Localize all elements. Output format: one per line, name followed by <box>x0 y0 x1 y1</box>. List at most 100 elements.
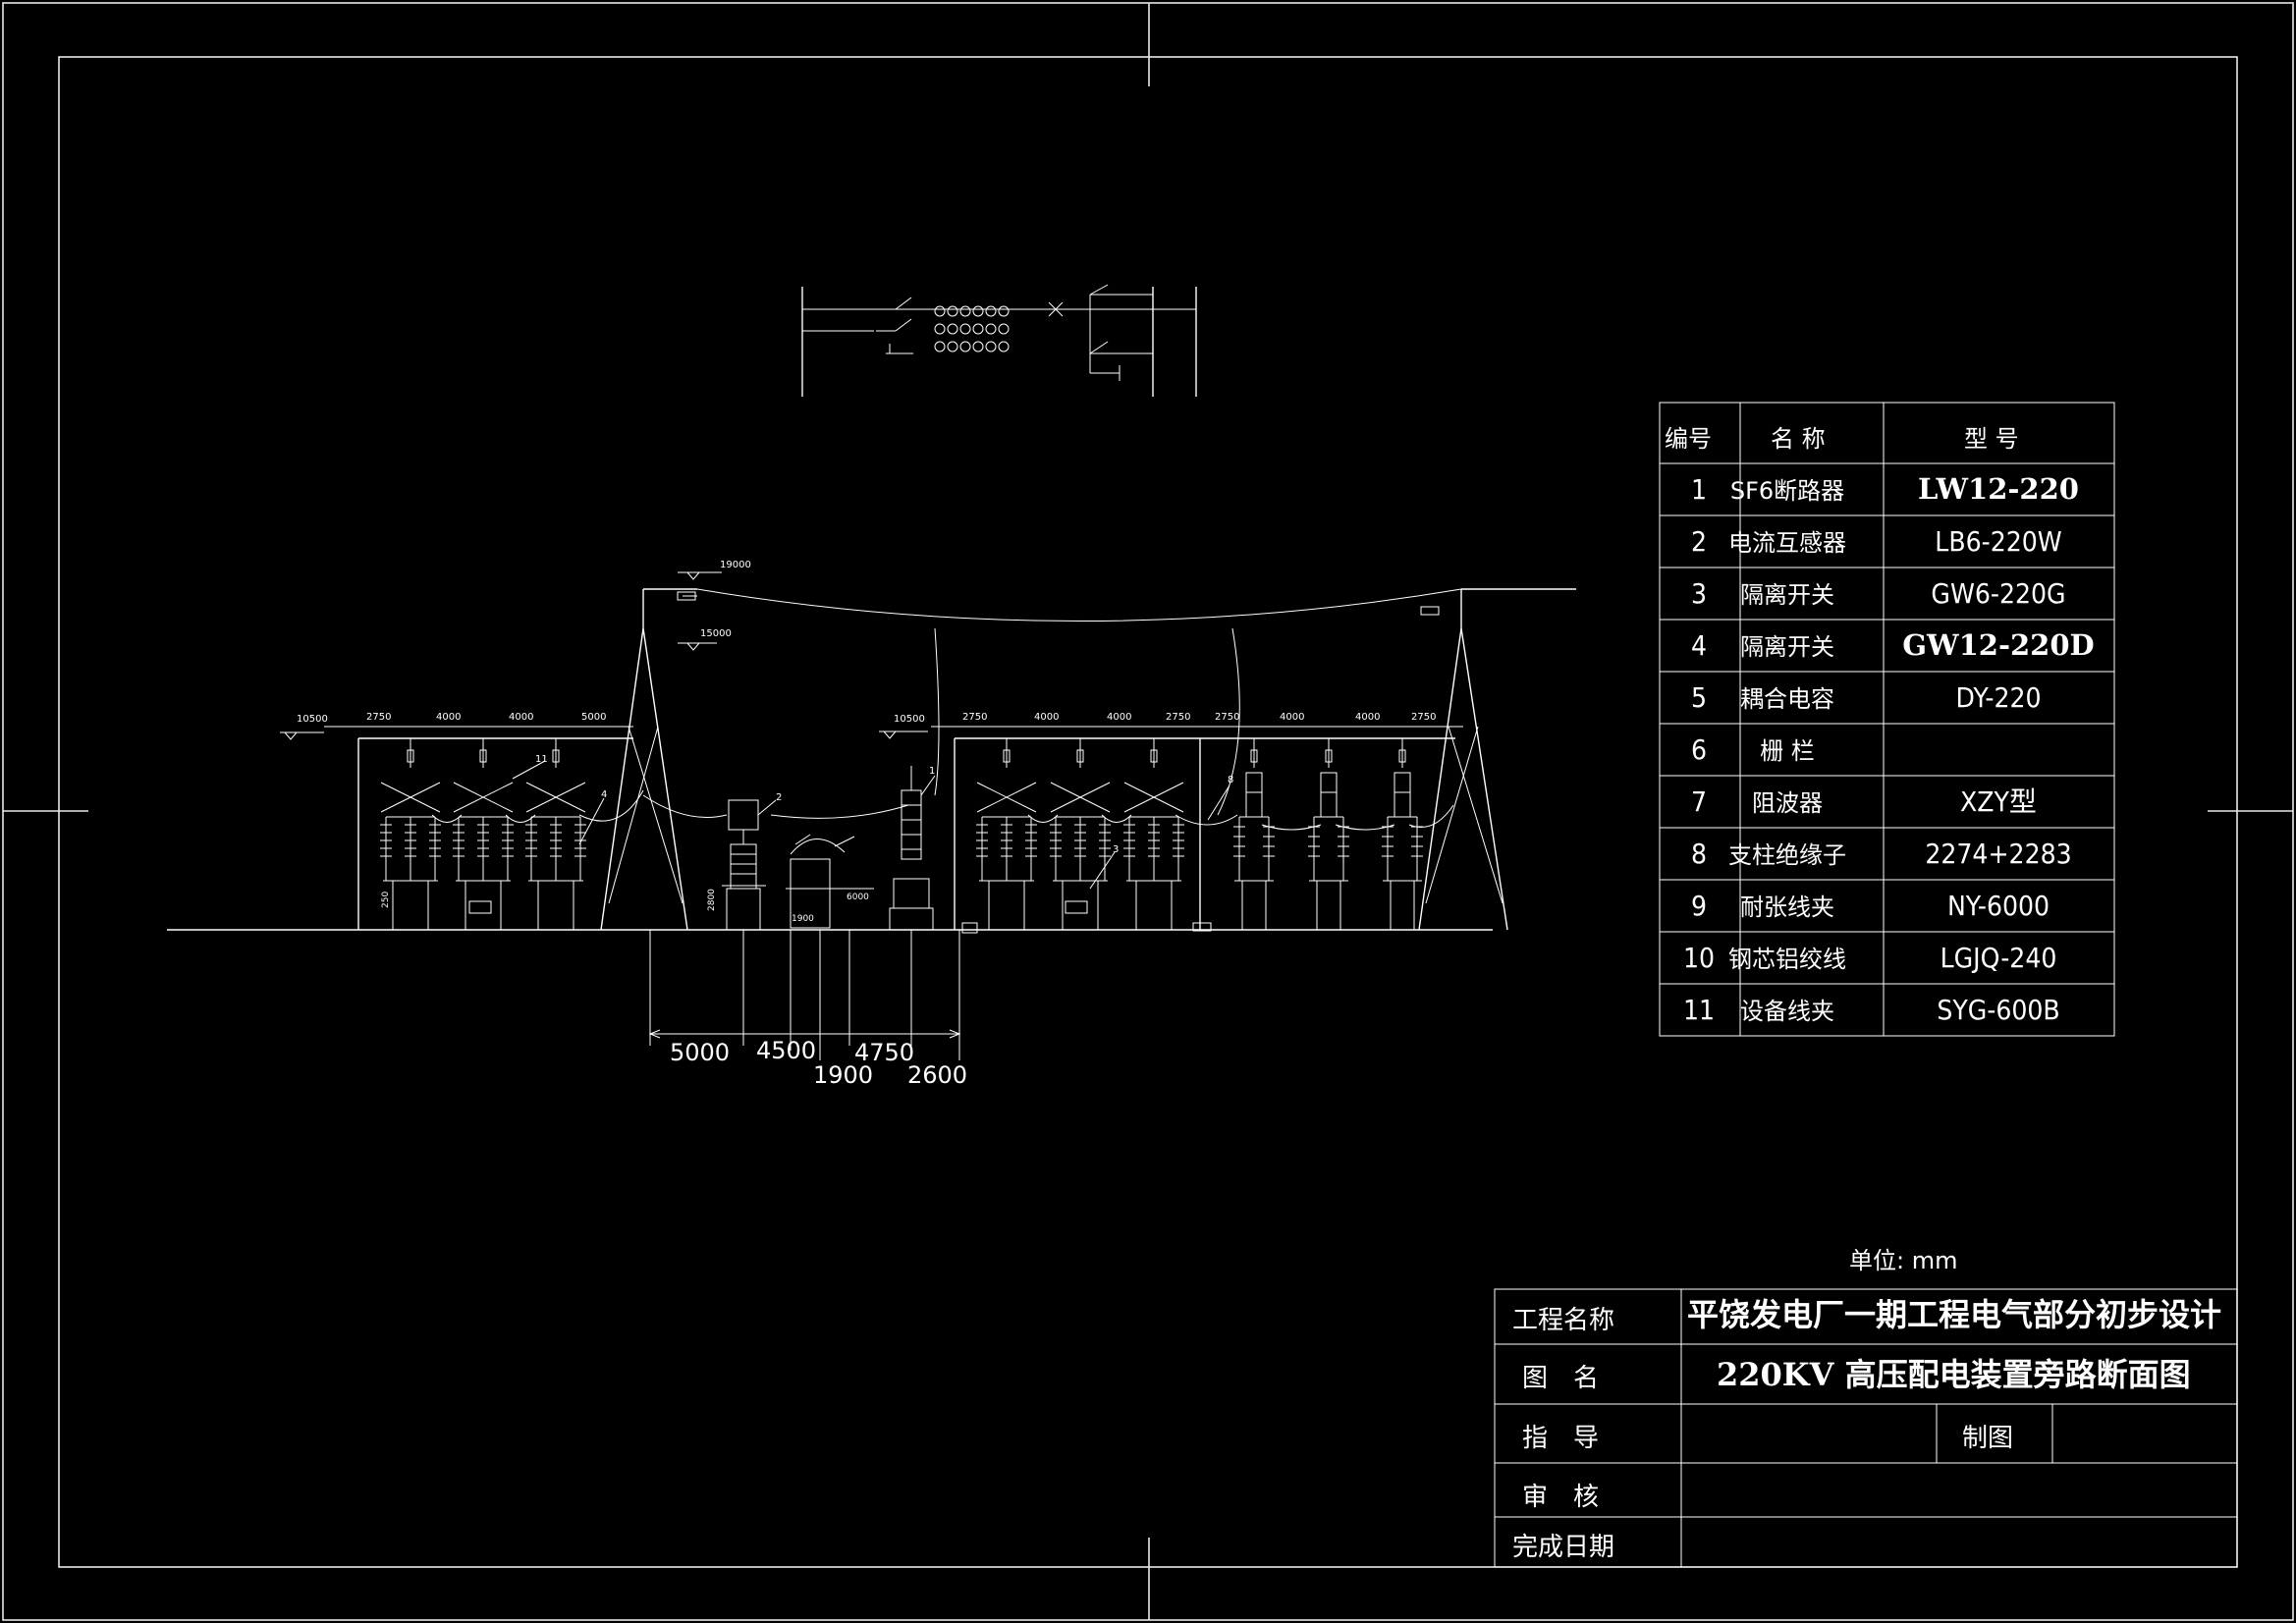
equipment-name: 电流互感器 <box>1728 529 1846 557</box>
equipment-name: SF6断路器 <box>1730 477 1844 505</box>
bay-spacing-label: 4000 <box>1034 712 1059 723</box>
portal-frame-left <box>600 588 697 931</box>
tension-clamp-right <box>1420 606 1440 616</box>
dim-label: 6000 <box>847 893 869 902</box>
title-block: 工程名称 平饶发电厂一期工程电气部分初步设计 图 名 220KV 高压配电装置旁… <box>1494 1288 2238 1568</box>
table-row: 2 电流互感器 LB6-220W <box>1660 525 2114 568</box>
bay-spacing-label: 4000 <box>436 712 461 723</box>
equipment-name: 钢芯铝绞线 <box>1728 946 1846 973</box>
row-number: 1 <box>1691 473 1707 506</box>
single-line-schematic <box>801 284 1197 397</box>
callout-label: 8 <box>1228 775 1233 785</box>
dim-label: 250 <box>381 892 391 908</box>
equipment-name: 耦合电容 <box>1740 685 1834 713</box>
drawing-label: 图 名 <box>1522 1364 1599 1393</box>
equipment-model: 2274+2283 <box>1925 838 2071 870</box>
dim-label: 2800 <box>707 889 717 911</box>
project-name: 平饶发电厂一期工程电气部分初步设计 <box>1687 1296 2221 1333</box>
equipment-name: 隔离开关 <box>1740 633 1834 661</box>
elevation-label: 10500 <box>894 714 925 725</box>
equipment-base <box>1192 922 1212 932</box>
bay-spacing-label: 2750 <box>366 712 391 723</box>
drawing-title: 220KV 高压配电装置旁路断面图 <box>1717 1356 2191 1393</box>
project-label: 工程名称 <box>1512 1306 1614 1335</box>
callout-label: 11 <box>535 754 548 765</box>
overhead-wire-top <box>696 588 1462 622</box>
table-row: 7 阻波器 XZY型 <box>1660 785 2114 829</box>
callout-label: 4 <box>601 789 607 800</box>
header-model: 型 号 <box>1964 425 2019 453</box>
bay-spacing-label: 4000 <box>1280 712 1304 723</box>
equipment-name: 隔离开关 <box>1740 581 1834 609</box>
bottom-dim-label: 4500 <box>756 1037 816 1064</box>
equipment-base <box>468 900 492 914</box>
unit-note: 单位: mm <box>1849 1247 1957 1274</box>
callout-label: 3 <box>1113 844 1119 855</box>
equipment-base <box>1065 900 1088 914</box>
disconnector-symbol <box>1089 284 1121 381</box>
bottom-dim-label: 2600 <box>907 1061 967 1089</box>
disconnector-right-3 <box>1122 737 1185 931</box>
elevation-marker-15000: 15000 <box>678 628 732 651</box>
review-label: 审 核 <box>1522 1483 1599 1512</box>
equipment-model: NY-6000 <box>1947 890 2050 922</box>
bottom-dim-label: 1900 <box>813 1061 873 1089</box>
item-callouts: 11 4 2 1 3 8 <box>512 754 1233 890</box>
disconnector-right-1 <box>975 737 1038 931</box>
callout-label: 2 <box>776 792 782 803</box>
equipment-name: 阻波器 <box>1752 789 1823 817</box>
post-insulator-3 <box>1381 737 1424 931</box>
header-no: 编号 <box>1665 425 1712 453</box>
elevation-label: 10500 <box>297 714 328 725</box>
elevation-marker-center-bus: 10500 <box>879 714 928 739</box>
equipment-model: XZY型 <box>1960 785 2037 818</box>
tension-clamp-left <box>677 591 696 601</box>
dim-label: 1900 <box>792 914 814 924</box>
table-header: 编号 名 称 型 号 <box>1665 425 2019 453</box>
bottom-dim-label: 4750 <box>854 1039 914 1066</box>
bottom-dimension-lines <box>648 930 961 1060</box>
equipment-model: LGJQ-240 <box>1941 942 2057 974</box>
row-number: 7 <box>1691 785 1707 818</box>
current-transformer-symbols <box>934 305 1010 352</box>
row-number: 5 <box>1691 681 1707 714</box>
equipment-name: 支柱绝缘子 <box>1728 841 1846 869</box>
bay-spacing-label: 2750 <box>1411 712 1436 723</box>
draw-label: 制图 <box>1962 1424 2013 1453</box>
section-elevation: 19000 15000 10500 10500 2750 4000 4000 5… <box>167 560 1576 1089</box>
elevation-label: 15000 <box>700 628 732 639</box>
callout-label: 1 <box>929 766 935 777</box>
bay-spacing-label: 4000 <box>509 712 533 723</box>
date-label: 完成日期 <box>1512 1533 1614 1562</box>
current-transformer <box>790 834 855 929</box>
equipment-model: LB6-220W <box>1935 525 2061 558</box>
coupling-capacitor <box>889 766 934 931</box>
equipment-name: 设备线夹 <box>1740 998 1834 1025</box>
equipment-base <box>961 922 978 934</box>
equipment-model: GW6-220G <box>1931 577 2065 610</box>
equipment-model: SYG-600B <box>1937 994 2059 1026</box>
row-number: 6 <box>1691 733 1707 766</box>
row-number: 4 <box>1691 629 1707 662</box>
row-number: 8 <box>1691 838 1707 870</box>
portal-frame-right <box>1418 588 1576 931</box>
bay-spacings-left: 2750 4000 4000 5000 <box>366 712 606 723</box>
equipment-name: 耐张线夹 <box>1740 893 1834 921</box>
bay-spacing-label: 2750 <box>1166 712 1190 723</box>
elevation-marker-19000: 19000 <box>678 560 751 580</box>
elevation-marker-left-bus: 10500 <box>280 714 328 740</box>
post-insulator-1 <box>1232 737 1276 931</box>
elevation-label: 19000 <box>720 560 751 570</box>
row-number: 2 <box>1691 525 1707 558</box>
post-insulator-2 <box>1307 737 1350 931</box>
bay-spacing-label: 2750 <box>962 712 987 723</box>
